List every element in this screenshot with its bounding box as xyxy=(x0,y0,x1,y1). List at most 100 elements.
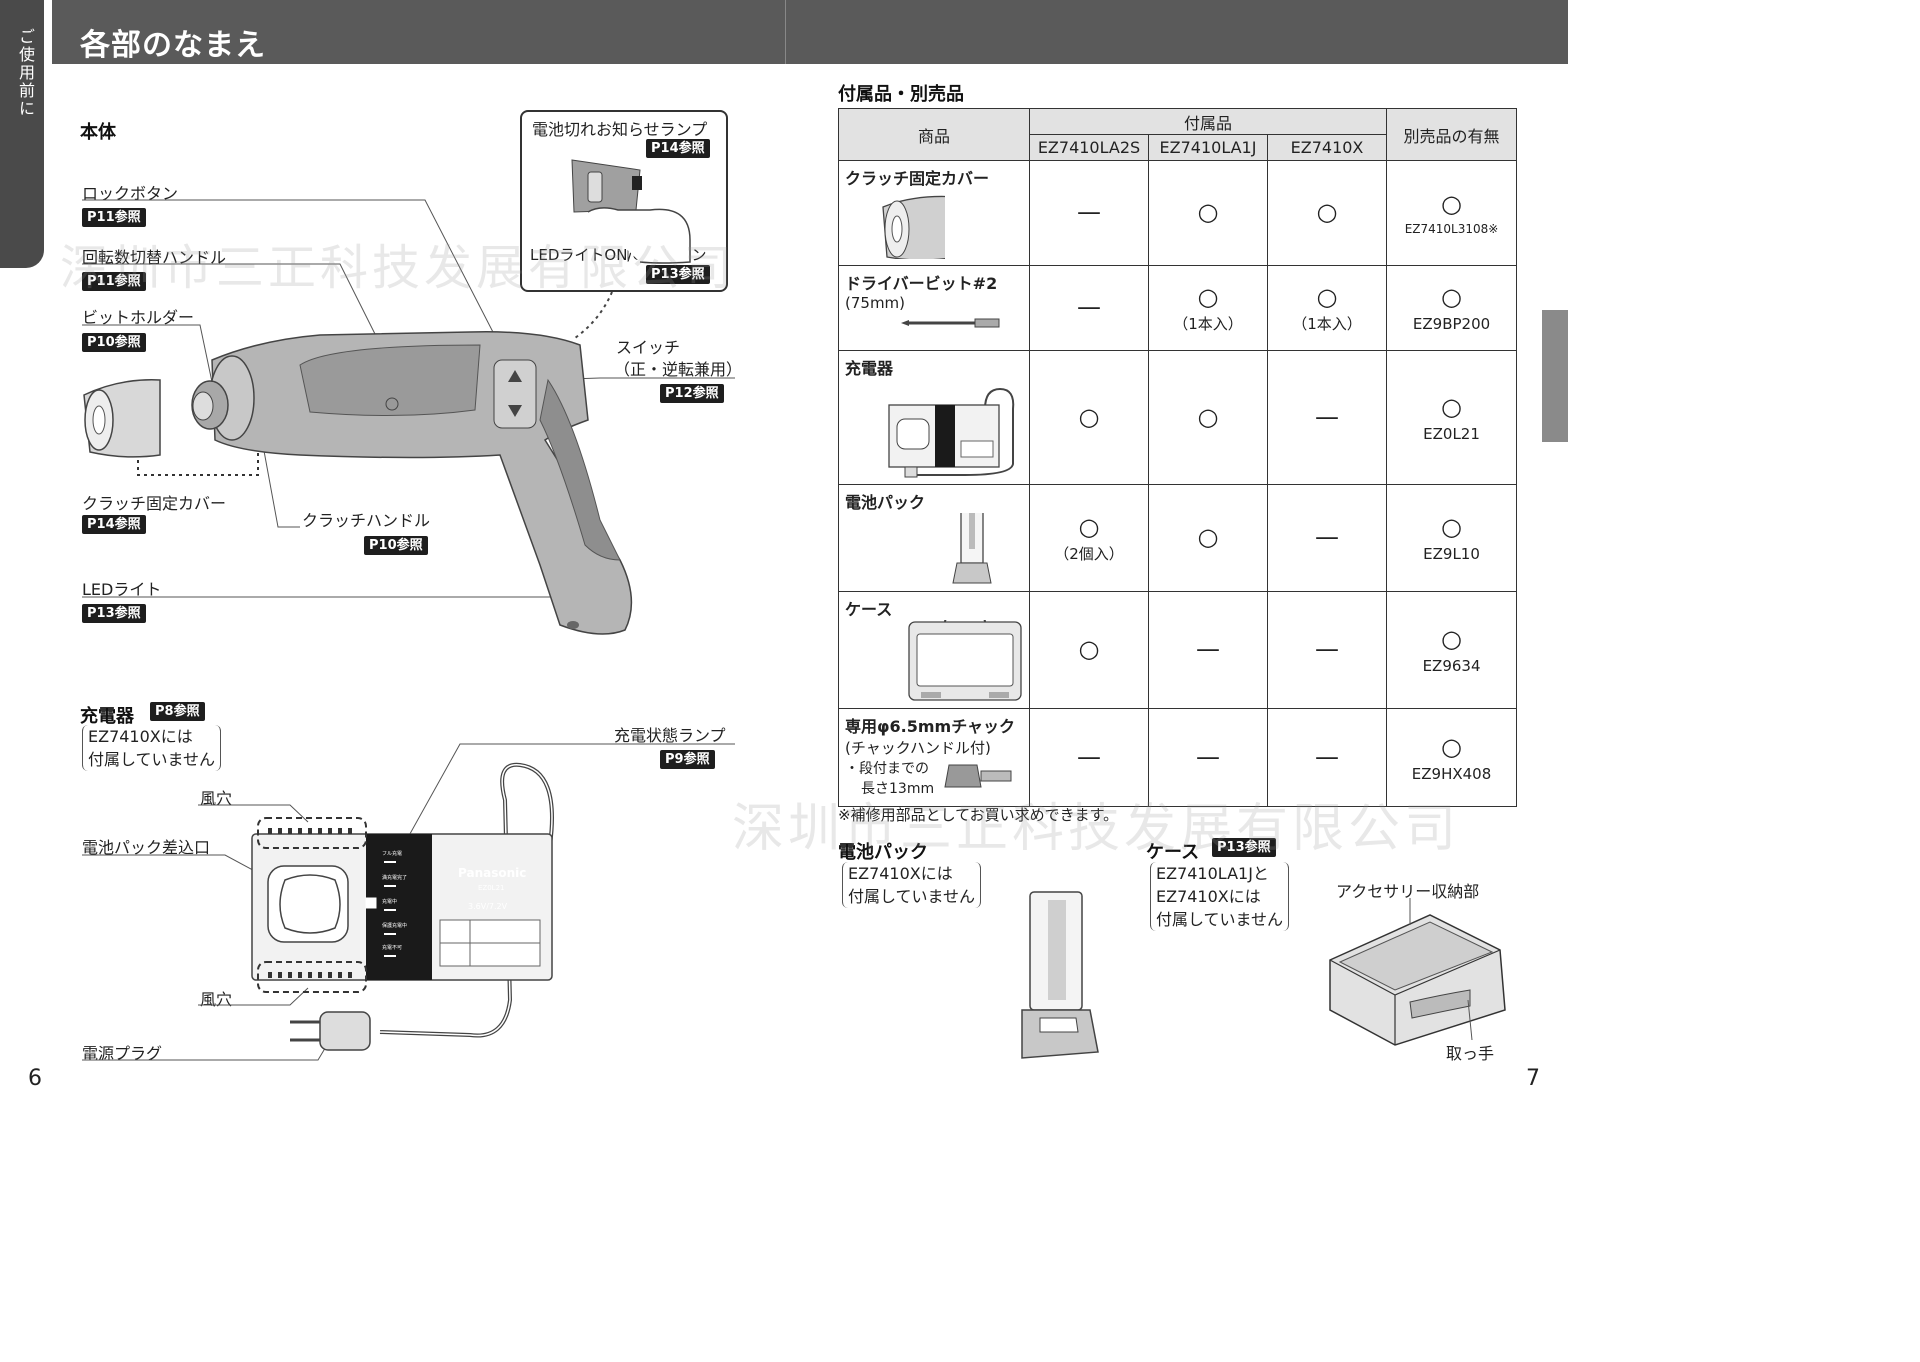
driver-bit-image xyxy=(901,318,1000,328)
product-name: 電池パック xyxy=(845,493,926,512)
header-model-3: EZ7410X xyxy=(1266,134,1388,161)
chuck-image xyxy=(944,764,1012,788)
vent-bottom-label: 風穴 xyxy=(200,990,233,1009)
case-note-line-1: EZ7410LA1Jと xyxy=(1156,864,1269,883)
cell-optional: ○EZ9634 xyxy=(1386,591,1518,709)
power-plug-label: 電源プラグ xyxy=(82,1044,163,1063)
charger-note-line-2: 付属していません xyxy=(88,750,216,769)
cell-mark: ○（2個入） xyxy=(1029,484,1149,592)
inset-ref: P14参照 xyxy=(646,139,710,158)
product-name: ドライバービット#2 xyxy=(845,274,998,293)
accessories-title: 付属品・別売品 xyxy=(838,84,964,105)
accessories-table: 商品 付属品 別売品の有無 EZ7410LA2S EZ7410LA1J EZ74… xyxy=(838,108,1518,807)
vent-top-label: 風穴 xyxy=(200,789,233,808)
header-optional: 別売品の有無 xyxy=(1386,108,1518,161)
product-sub-2: ・段付までの xyxy=(845,761,929,777)
battery-note-line-1: EZ7410Xには xyxy=(848,864,953,883)
product-sub: (チャックハンドル付) xyxy=(845,739,991,757)
product-cell: 専用φ6.5mmチャック (チャックハンドル付) ・段付までの 長さ13mm xyxy=(838,708,1030,807)
right-edge-tab xyxy=(1542,310,1568,442)
cell-mark: — xyxy=(1029,160,1149,266)
cell-mark: — xyxy=(1148,591,1268,709)
table-row: 電池パック ○（2個入） ○ — ○EZ9L10 xyxy=(838,484,1518,592)
product-cell: 充電器 xyxy=(838,350,1030,485)
lock-button-label: ロックボタン xyxy=(82,184,179,203)
table-row: 専用φ6.5mmチャック (チャックハンドル付) ・段付までの 長さ13mm —… xyxy=(838,708,1518,807)
table-footnote: ※補修用部品としてお買い求めできます。 xyxy=(838,806,1119,824)
side-tab: ご使用前に xyxy=(0,0,44,268)
charge-lamp-ref: P9参照 xyxy=(660,750,715,769)
table-row: クラッチ固定カバー — ○ ○ ○EZ7410L3108※ xyxy=(838,160,1518,266)
cell-mark: — xyxy=(1266,350,1388,485)
case-section-title: ケース xyxy=(1146,842,1200,863)
cell-mark: ○（1本入） xyxy=(1266,265,1388,351)
battery-note: EZ7410Xには 付属していません xyxy=(842,862,982,908)
charger-brand: Panasonic xyxy=(458,866,527,880)
product-cell: 電池パック xyxy=(838,484,1030,592)
clutch-cover-label: クラッチ固定カバー xyxy=(82,494,227,513)
cell-optional: ○EZ9BP200 xyxy=(1386,265,1518,351)
table-row: 充電器 ○ ○ — ○EZ0L21 xyxy=(838,350,1518,485)
charger-note: EZ7410Xには 付属していません xyxy=(82,725,222,771)
cell-mark: — xyxy=(1266,484,1388,592)
case-note-line-2: EZ7410Xには xyxy=(1156,887,1261,906)
charger-illustration xyxy=(82,743,735,1061)
cell-mark: — xyxy=(1266,708,1388,807)
charger-ref: P8参照 xyxy=(150,702,205,721)
table-row: ドライバービット#2 (75mm) — ○（1本入） ○（1本入） ○EZ9BP… xyxy=(838,265,1518,351)
product-name: 専用φ6.5mmチャック xyxy=(845,717,1016,736)
bit-holder-ref: P10参照 xyxy=(82,333,146,352)
side-tab-label: ご使用前に xyxy=(16,28,35,118)
case-ref: P13参照 xyxy=(1212,838,1276,857)
speed-handle-label: 回転数切替ハンドル xyxy=(82,248,227,267)
header-divider xyxy=(785,0,786,64)
cell-mark: ○ xyxy=(1148,160,1268,266)
storage-label: アクセサリー収納部 xyxy=(1336,882,1480,901)
header-included: 付属品 xyxy=(1028,108,1388,135)
charger-section-title: 充電器 xyxy=(80,706,134,727)
charger-status-2: 満充電完了 xyxy=(382,875,408,881)
lock-button-ref: P11参照 xyxy=(82,208,146,227)
product-name: 充電器 xyxy=(845,359,894,378)
battery-slot-label: 電池パック差込口 xyxy=(82,838,211,857)
cell-mark: ○ xyxy=(1266,160,1388,266)
cell-mark: — xyxy=(1266,591,1388,709)
header-model-1: EZ7410LA2S xyxy=(1029,134,1149,161)
product-cell: ドライバービット#2 (75mm) xyxy=(838,265,1030,351)
clutch-cover-image xyxy=(882,195,945,259)
product-name: クラッチ固定カバー xyxy=(845,169,990,188)
clutch-handle-label: クラッチハンドル xyxy=(302,511,431,530)
cell-optional: ○EZ0L21 xyxy=(1386,350,1518,485)
charger-voltage: 3.6V/7.2V xyxy=(468,902,508,911)
product-sub-3: 長さ13mm xyxy=(861,781,935,797)
charger-note-line-1: EZ7410Xには xyxy=(88,727,193,746)
charger-status-5: 充電不可 xyxy=(382,945,403,951)
led-button-ref: P13参照 xyxy=(646,265,710,284)
cell-mark: — xyxy=(1029,708,1149,807)
page-title: 各部のなまえ xyxy=(80,28,266,63)
cell-mark: ○（1本入） xyxy=(1148,265,1268,351)
handle-label: 取っ手 xyxy=(1446,1044,1495,1063)
cell-mark: ○ xyxy=(1029,350,1149,485)
driver-illustration xyxy=(82,159,735,635)
body-section-title: 本体 xyxy=(80,122,116,143)
switch-ref: P12参照 xyxy=(660,384,724,403)
product-cell: クラッチ固定カバー xyxy=(838,160,1030,266)
product-sub: (75mm) xyxy=(845,294,906,312)
led-light-label: LEDライト xyxy=(82,580,162,599)
page-number-left: 6 xyxy=(28,1066,42,1091)
cell-mark: — xyxy=(1148,708,1268,807)
charger-image xyxy=(888,387,1015,478)
cell-optional: ○EZ7410L3108※ xyxy=(1386,160,1518,266)
battery-section-title: 電池パック xyxy=(838,842,928,863)
case-note: EZ7410LA1Jと EZ7410Xには 付属していません xyxy=(1150,862,1290,931)
charger-status-1: フル充電 xyxy=(382,851,403,857)
charger-status-3: 充電中 xyxy=(382,899,398,905)
cell-mark: — xyxy=(1029,265,1149,351)
clutch-cover-ref: P14参照 xyxy=(82,515,146,534)
battery-pack-image xyxy=(952,513,992,584)
charge-lamp-label: 充電状態ランプ xyxy=(614,726,726,745)
charger-model: EZ0L21 xyxy=(478,884,505,892)
table-row: ケース ○ — — ○EZ9634 xyxy=(838,591,1518,709)
led-light-ref: P13参照 xyxy=(82,604,146,623)
